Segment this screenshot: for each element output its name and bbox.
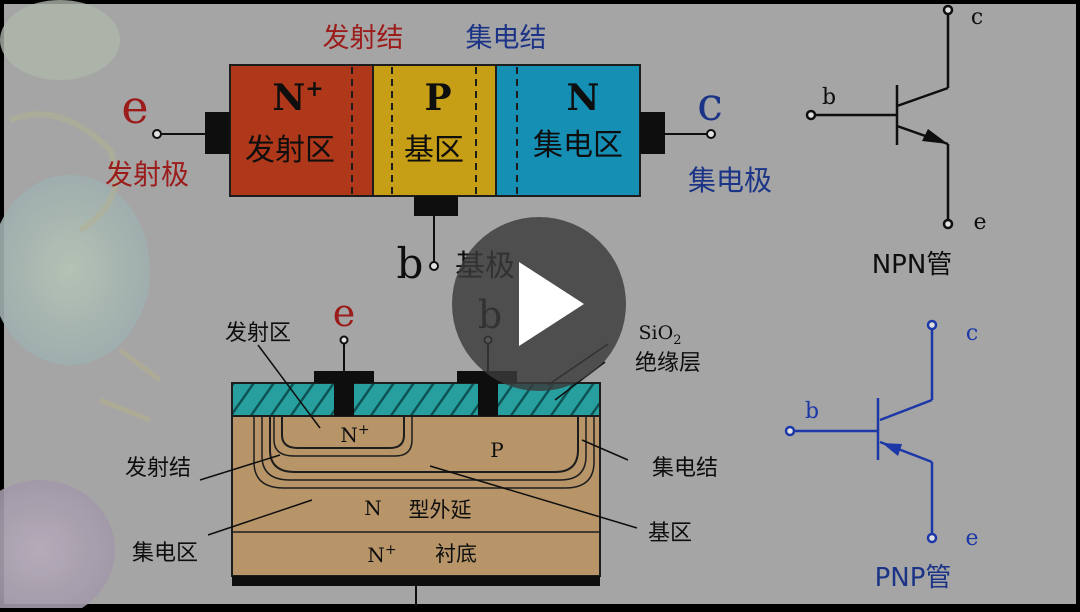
- cross-base-region-label: 基区: [648, 521, 692, 546]
- base-type-label: P: [424, 77, 451, 119]
- junction-labels: 发射结 集电结: [323, 23, 547, 54]
- substrate-text: 衬底: [435, 542, 477, 566]
- insulation-layer-label: 绝缘层: [635, 351, 701, 376]
- decorative-bubbles: [0, 0, 162, 612]
- emitter-metal: [314, 371, 374, 383]
- collector-region-name: 集电区: [533, 128, 623, 163]
- nplus-label: N+: [340, 422, 369, 447]
- collector-substrate-body: [231, 415, 601, 577]
- pnp-b-label: b: [805, 399, 819, 424]
- emitter-via: [334, 383, 354, 416]
- npn-symbol: [805, 4, 954, 230]
- collector-letter: c: [697, 77, 723, 131]
- pnp-c-label: c: [966, 321, 978, 346]
- npn-c-label: c: [971, 5, 983, 30]
- npn-e-label: e: [973, 210, 986, 235]
- cross-section: N+ P N 型外延 N+ 衬底 e b 发射区 SiO2 绝缘层 发射结 集电…: [125, 291, 718, 606]
- collector-region-block: [495, 64, 641, 197]
- emitter-contact: [205, 112, 230, 154]
- base-contact: [414, 196, 458, 216]
- npn-caption: NPN管: [872, 250, 953, 280]
- p-label: P: [490, 438, 503, 462]
- pnp-caption: PNP管: [875, 563, 952, 593]
- collector-contact: [640, 112, 665, 154]
- cross-e-letter: e: [333, 291, 356, 335]
- pnp-symbol: [784, 319, 938, 544]
- npn-block: N+ 发射区 P 基区 N 集电区: [152, 64, 716, 271]
- sio2-label: SiO2: [639, 322, 682, 348]
- emitter-type-label: N+: [272, 76, 323, 119]
- cross-emitter-junction-label: 发射结: [125, 456, 191, 481]
- npn-b-label: b: [822, 85, 836, 110]
- cross-collector-region-label: 集电区: [132, 541, 198, 566]
- emitter-junction-label: 发射结: [323, 23, 404, 54]
- base-letter: b: [397, 239, 424, 288]
- bottom-metal: [232, 576, 600, 586]
- emitter-electrode-label: 发射极: [105, 158, 189, 191]
- emitter-region-name: 发射区: [245, 133, 335, 168]
- play-button[interactable]: [452, 217, 626, 391]
- emitter-letter: e: [121, 80, 148, 134]
- play-icon: [519, 262, 584, 346]
- base-via: [478, 383, 498, 416]
- base-region-name: 基区: [404, 133, 464, 168]
- collector-electrode-label: 集电极: [688, 164, 772, 197]
- n-epi-n: N: [364, 496, 382, 520]
- n-epi-text: 型外延: [409, 498, 472, 522]
- cross-emitter-region-label: 发射区: [225, 321, 291, 346]
- pnp-e-label: e: [965, 526, 978, 551]
- collector-junction-label: 集电结: [466, 23, 547, 54]
- cross-collector-junction-label: 集电结: [652, 456, 718, 481]
- substrate-n: N+: [367, 542, 396, 567]
- collector-type-label: N: [567, 77, 600, 119]
